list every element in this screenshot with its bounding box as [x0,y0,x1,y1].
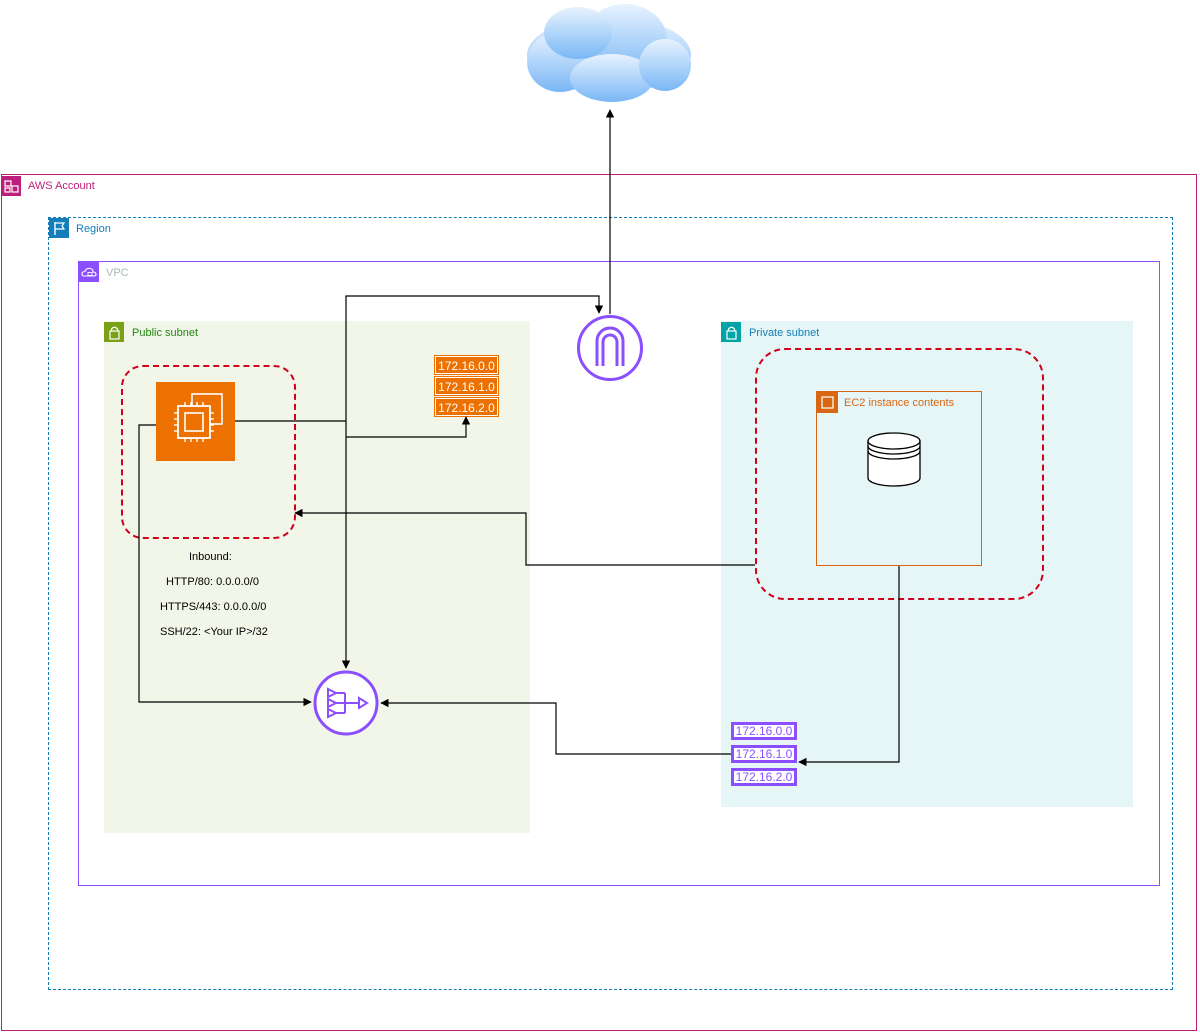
ec2-instance-contents-group [816,391,982,566]
inbound-rule-https: HTTPS/443: 0.0.0.0/0 [160,601,267,613]
public-route-entry: 172.16.1.0 [434,376,499,396]
inbound-rule-http: HTTP/80: 0.0.0.0/0 [166,576,259,588]
region-label: Region [76,223,111,235]
ec2-contents-label: EC2 instance contents [844,397,955,409]
private-route-entry: 172.16.0.0 [731,722,797,740]
inbound-rule-ssh: SSH/22: <Your IP>/32 [160,626,268,638]
aws-account-label: AWS Account [28,180,95,192]
public-route-entry: 172.16.0.0 [434,355,499,375]
public-route-entry: 172.16.2.0 [434,397,499,417]
public-subnet-label: Public subnet [132,327,199,339]
private-subnet-lock-icon [721,322,741,342]
vpc-group [78,261,1160,886]
ec2-contents-chip-icon [817,392,838,413]
region-flag-icon [49,218,69,238]
vpc-label: VPC [106,267,129,279]
aws-account-group [1,174,1197,1031]
nat-gateway-icon [313,670,379,736]
private-subnet-label: Private subnet [749,327,820,339]
aws-account-icon [1,176,21,196]
inbound-rules-title: Inbound: [189,551,232,563]
vpc-icon [79,262,99,282]
database-icon [867,432,921,487]
internet-gateway-icon [577,315,643,381]
private-route-entry: 172.16.1.0 [731,745,797,763]
ec2-instance-icon [156,382,235,461]
public-subnet-lock-icon [104,322,124,342]
private-route-entry: 172.16.2.0 [731,768,797,786]
